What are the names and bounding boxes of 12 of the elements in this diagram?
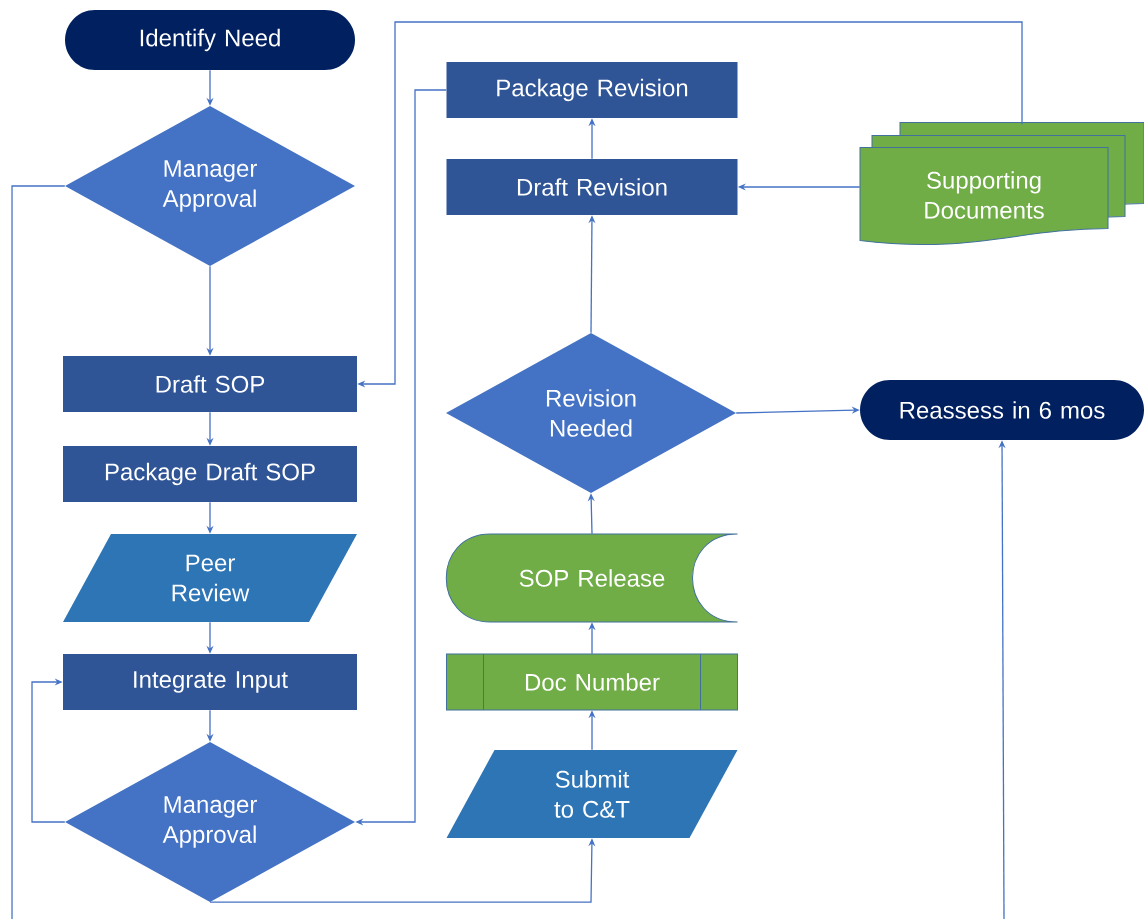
- document-stack: Supporting Documents: [859, 122, 1144, 246]
- process-box: Package Revision: [446, 62, 738, 118]
- input-parallelogram: Submit to C&T: [446, 750, 738, 838]
- terminal-box: Reassess in 6 mos: [860, 380, 1144, 440]
- input-parallelogram: Peer Review: [63, 534, 357, 622]
- process-box: Package Draft SOP: [63, 446, 357, 502]
- process-box: Integrate Input: [63, 654, 357, 710]
- process-box: Draft SOP: [63, 356, 357, 412]
- process-box: Draft Revision: [446, 159, 738, 215]
- predefined-process-box: Doc Number: [446, 653, 738, 711]
- terminal-box: Identify Need: [65, 10, 355, 70]
- arrow: [31, 678, 66, 823]
